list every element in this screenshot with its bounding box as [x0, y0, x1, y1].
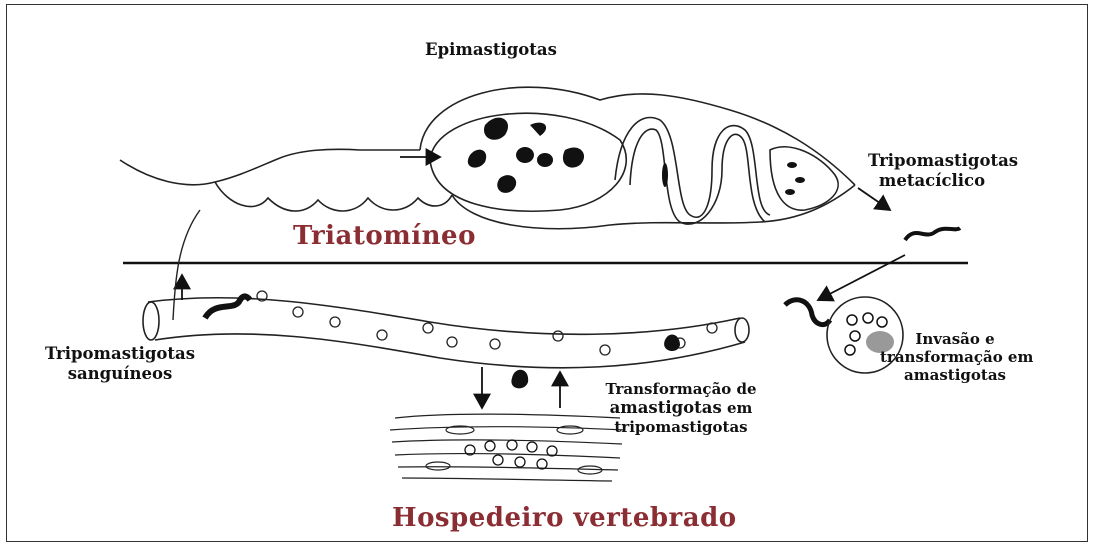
blood-trypomastigote-3: [511, 370, 528, 389]
arrow-to-metacyclic: [858, 188, 890, 210]
label-transformacao-em: em: [722, 399, 753, 417]
label-invasao-line2: transformação em: [880, 348, 1030, 366]
label-tripo-sanguineos-line1: Tripomastigotas: [35, 344, 205, 364]
label-invasao: Invasão e transformação em amastigotas: [880, 330, 1030, 384]
label-transformacao-line1: Transformação de: [593, 380, 769, 398]
label-invasao-line3: amastigotas: [880, 366, 1030, 384]
epimastigote-parasites: [468, 118, 584, 193]
label-transformacao-line3: tripomastigotas: [593, 418, 769, 436]
proboscis-tube: [173, 210, 200, 320]
label-hospedeiro: Hospedeiro vertebrado: [392, 503, 737, 534]
label-transformacao-line2: amastigotas em: [593, 398, 769, 418]
label-tripo-metaciclico: Tripomastigotas metacíclico: [868, 151, 996, 191]
blood-cells: [257, 291, 717, 355]
label-tripo-metaciclico-line2: metacíclico: [868, 171, 996, 191]
metacyclic-trypomastigote: [905, 228, 960, 240]
label-triatomineo: Triatomíneo: [293, 221, 476, 252]
label-epimastigotas: Epimastigotas: [425, 40, 557, 60]
blood-trypomastigote-2: [664, 335, 680, 351]
label-tripo-metaciclico-line1: Tripomastigotas: [868, 151, 996, 171]
label-tripo-sanguineos: Tripomastigotas sanguíneos: [35, 344, 205, 384]
hindgut-parasites: [662, 162, 805, 195]
invading-parasite: [785, 300, 830, 325]
label-tripo-sanguineos-line2: sanguíneos: [35, 364, 205, 384]
triatomine-gut: [120, 87, 855, 229]
label-transformacao: Transformação de amastigotas em tripomas…: [593, 380, 769, 436]
label-invasao-line1: Invasão e: [880, 330, 1030, 348]
blood-trypomastigote-1: [205, 296, 250, 318]
label-transformacao-amastigotas: amastigotas: [610, 398, 722, 417]
